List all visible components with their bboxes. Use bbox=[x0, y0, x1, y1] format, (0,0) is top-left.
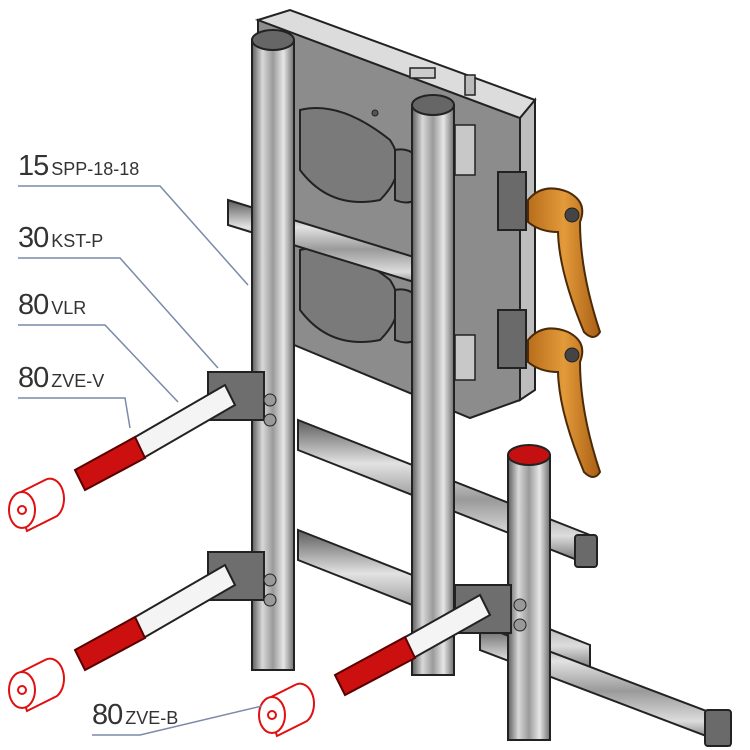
callout-quantity: 80 bbox=[92, 699, 123, 731]
callout-part-code: ZVE-B bbox=[125, 708, 179, 728]
callout-part-code: KST-P bbox=[51, 231, 104, 251]
clamp-lever-lower bbox=[497, 309, 602, 478]
callout-quantity: 30 bbox=[18, 222, 49, 254]
locating-pin-middle bbox=[73, 563, 237, 672]
callout-quantity: 80 bbox=[18, 362, 49, 394]
callout-quantity: 15 bbox=[18, 150, 49, 182]
clamp-lever-upper bbox=[497, 171, 602, 338]
locating-pin-upper bbox=[73, 383, 237, 492]
callout-quantity: 80 bbox=[18, 289, 49, 321]
callout-part-code: VLR bbox=[51, 298, 87, 318]
bushings bbox=[8, 477, 315, 738]
callout-part-code: ZVE-V bbox=[51, 371, 105, 391]
locating-pin-lower bbox=[333, 593, 492, 697]
mounting-plate bbox=[254, 8, 537, 420]
leader-lines bbox=[18, 185, 263, 736]
callout-part-code: SPP-18-18 bbox=[51, 159, 140, 179]
